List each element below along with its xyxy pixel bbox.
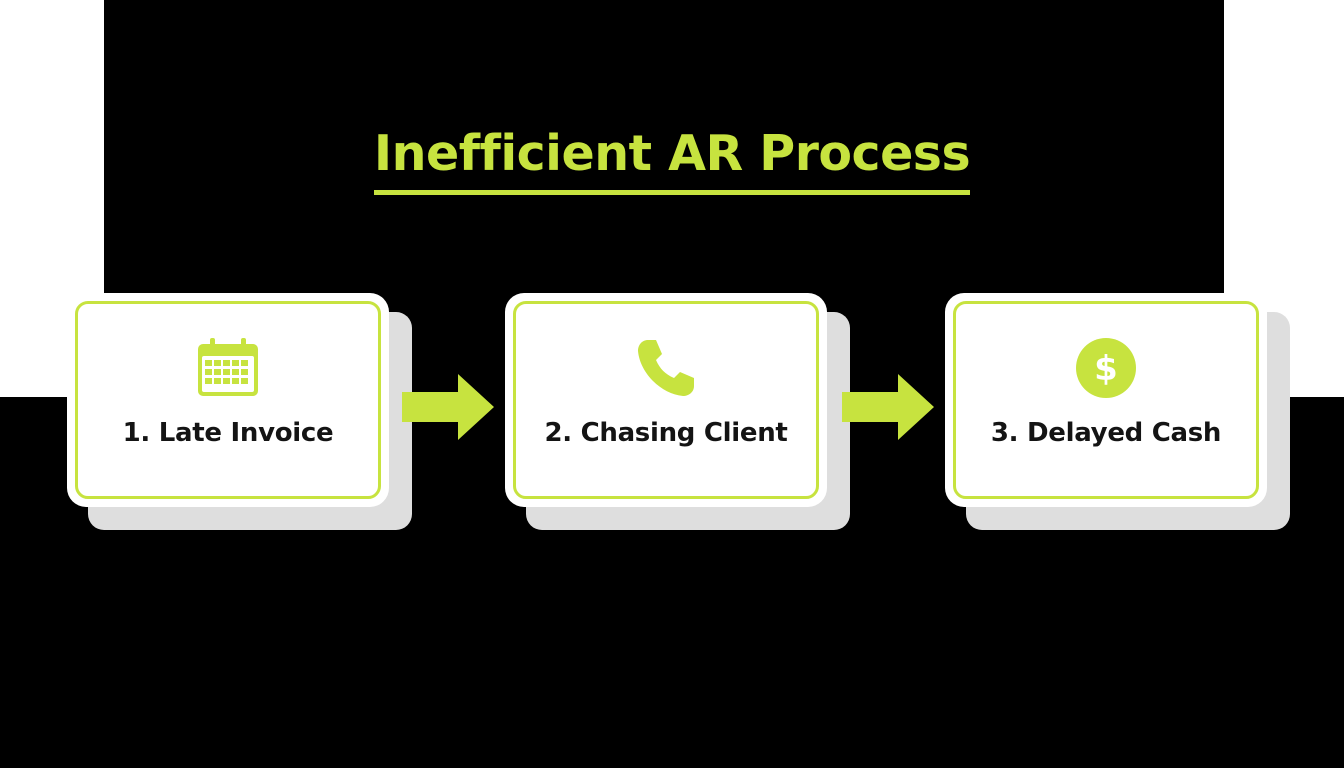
calendar-icon	[198, 338, 258, 396]
step-3-label: 3. Delayed Cash	[990, 418, 1222, 448]
arrow-right-icon	[402, 374, 494, 440]
svg-text:$: $	[1094, 349, 1118, 389]
arrow-right-icon	[842, 374, 934, 440]
step-card-2: 2. Chasing Client	[508, 296, 824, 504]
step-card-1: 1. Late Invoice	[70, 296, 386, 504]
diagram-title: Inefficient AR Process	[373, 122, 971, 195]
step-2-label: 2. Chasing Client	[544, 418, 788, 448]
step-card-1-border	[75, 301, 381, 499]
step-1-label: 1. Late Invoice	[122, 418, 334, 448]
diagram-title-wrapper: Inefficient AR Process	[0, 122, 1344, 195]
step-card-3: $ 3. Delayed Cash	[948, 296, 1264, 504]
step-card-3-border	[953, 301, 1259, 499]
step-card-2-border	[513, 301, 819, 499]
dollar-coin-icon: $	[1076, 338, 1136, 398]
phone-icon	[638, 340, 694, 396]
